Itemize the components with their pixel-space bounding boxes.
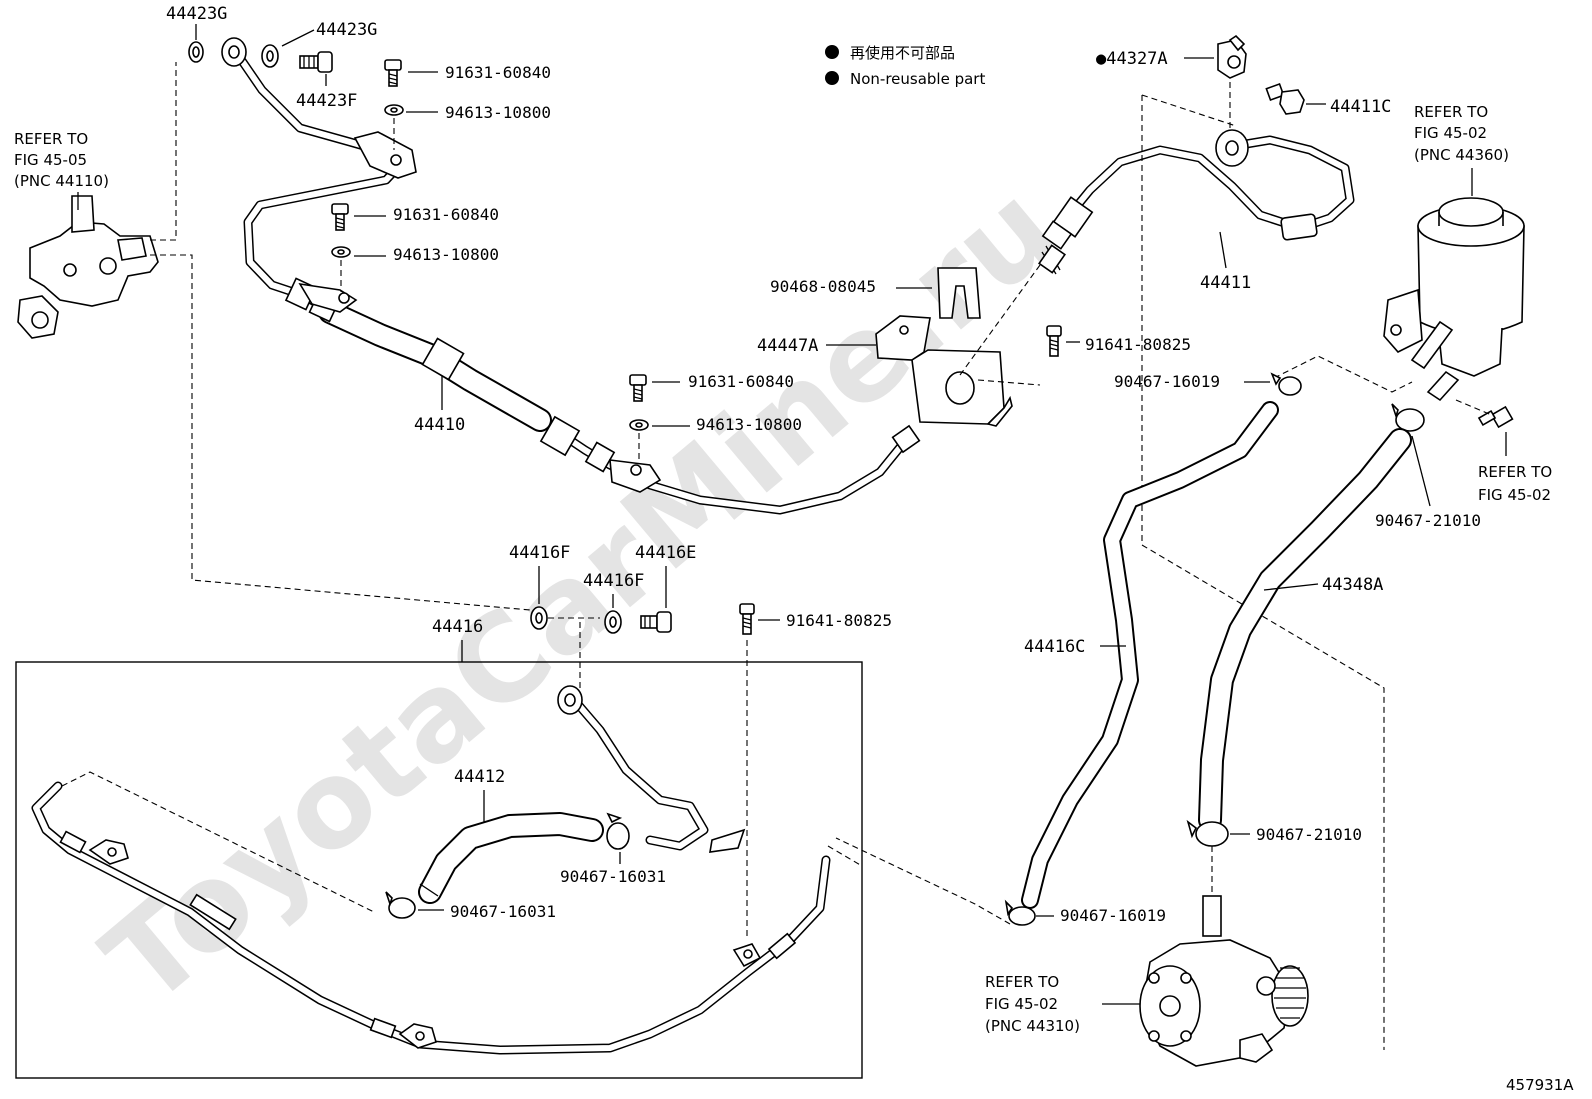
bolt-91631-c [629,374,647,402]
label-94613-10800-b: 94613-10800 [393,245,499,264]
ref-fig-45-02-pnc44360-line2: FIG 45-02 [1414,124,1487,142]
ref-fig-45-02-line2: FIG 45-02 [1478,486,1551,504]
ref-fig-45-02-pnc44310-line1: REFER TO [985,973,1059,991]
tube-44416-inner [557,685,746,853]
label-44416: 44416 [432,617,483,637]
label-44416f-b: 44416F [583,571,644,591]
ref-fig-45-02-pnc44360-line1: REFER TO [1414,103,1488,121]
watermark: ToyotaCarMine.ru [79,159,1082,1032]
hose-44348a [1198,428,1412,832]
label-91641-80825-a: 91641-80825 [1085,335,1191,354]
label-44412: 44412 [454,767,505,787]
clamp-44327a [1217,34,1247,79]
clamp-90467-16019-b [1004,899,1036,926]
ref-fig-45-02-pnc44360-line3: (PNC 44360) [1414,146,1509,164]
label-44348a: 44348A [1322,575,1383,595]
legend-en: Non-reusable part [850,70,985,88]
label-94613-10800-a: 94613-10800 [445,103,551,122]
bolt-91631-a [384,59,402,87]
label-44423g-b: 44423G [316,20,377,40]
ref-fig-45-02-pnc44310-line3: (PNC 44310) [985,1017,1080,1035]
label-44411c: 44411C [1330,97,1391,117]
label-44447a: 44447A [757,336,818,356]
clamp-90467-21010-b [1186,819,1229,847]
legend: 再使用不可部品 Non-reusable part [825,44,985,88]
clamp-90467-16031-a [606,812,630,850]
return-tube-44411 [1038,129,1355,275]
legend-jp: 再使用不可部品 [850,44,955,62]
label-91641-80825-b: 91641-80825 [786,611,892,630]
cooler-tube-lower [31,781,831,1055]
gear-housing-illustration [17,195,159,339]
bolt-91641-a [1046,325,1062,357]
clamp-90467-21010-a [1391,403,1425,432]
bracket-44447a [875,315,1013,427]
clamp-90467-16019-a [1270,372,1302,396]
label-90468-08045: 90468-08045 [770,277,876,296]
label-44423f: 44423F [296,91,357,111]
label-44423g-a: 44423G [166,4,227,24]
label-90467-21010-a: 90467-21010 [1375,511,1481,530]
label-44416c: 44416C [1024,637,1085,657]
pressure-pipe-44410 [221,37,921,515]
clamp-90467-16031-b [385,891,416,919]
ref-fig-45-05-line1: REFER TO [14,130,88,148]
label-90467-16019-a: 90467-16019 [1114,372,1220,391]
label-44416e: 44416E [635,543,696,563]
label-44411: 44411 [1200,273,1251,293]
assembly-44416-box [15,661,863,1079]
ref-fig-45-05-line2: FIG 45-05 [14,151,87,169]
label-90467-21010-b: 90467-21010 [1256,825,1362,844]
label-44416f-a: 44416F [509,543,570,563]
ref-fig-45-02-line1: REFER TO [1478,463,1552,481]
label-91631-60840-b: 91631-60840 [393,205,499,224]
union-bolt-44423f [299,51,333,73]
bolt-91641-b [739,603,755,635]
reservoir-tank [1383,197,1525,402]
clip-90468-08045 [937,267,981,319]
label-91631-60840-a: 91631-60840 [445,63,551,82]
label-90467-16031-b: 90467-16031 [450,902,556,921]
label-94613-10800-c: 94613-10800 [696,415,802,434]
label-44410: 44410 [414,415,465,435]
figure-id: 457931A [1506,1076,1574,1094]
ref-fig-45-05-line3: (PNC 44110) [14,172,109,190]
bolt-91631-b [331,203,349,231]
label-91631-60840-c: 91631-60840 [688,372,794,391]
hose-44416c [1021,401,1279,909]
union-bolt-44416e [640,611,672,633]
label-90467-16031-a: 90467-16031 [560,867,666,886]
power-steering-pump [1139,895,1309,1067]
label-44327a: ●44327A [1096,49,1168,69]
bolt-44411c [1265,82,1305,115]
label-90467-16019-b: 90467-16019 [1060,906,1166,925]
ref-fig-45-02-pnc44310-line2: FIG 45-02 [985,995,1058,1013]
bolt-refer-45-02 [1477,405,1514,429]
hose-44412 [418,812,604,904]
